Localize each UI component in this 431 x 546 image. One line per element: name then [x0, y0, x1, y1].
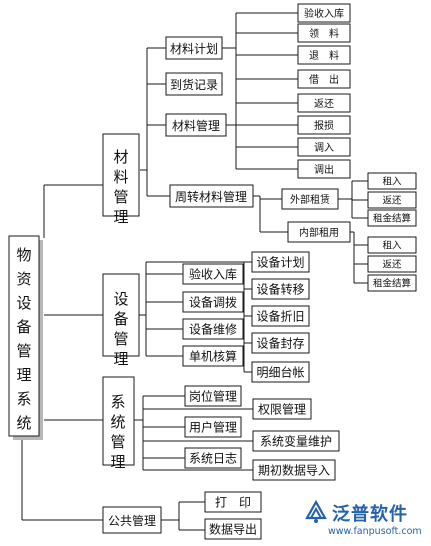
internal-rent-item: 租金结算 — [367, 274, 417, 292]
material-op-node-label: 退 料 — [309, 49, 339, 62]
material-op-node-label: 调入 — [314, 142, 334, 154]
svg-text:周转材料管理: 周转材料管理 — [175, 189, 247, 204]
system-right-node: 权限管理 — [252, 398, 312, 420]
svg-text:材料计划: 材料计划 — [170, 42, 218, 56]
material-op-node: 返还 — [297, 93, 351, 113]
system-right-node-label: 权限管理 — [258, 402, 306, 417]
material-op-node-label: 借 出 — [309, 73, 339, 86]
external-rent-node: 外部租赁 — [281, 188, 339, 210]
system-right-node-label: 系统变量维护 — [260, 434, 332, 449]
external-rent-item: 租金结算 — [367, 209, 417, 227]
system-right-node-label: 期初数据导入 — [258, 463, 330, 478]
equipment-right-node-label: 设备计划 — [256, 256, 304, 270]
equipment-left-node-label: 单机核算 — [189, 349, 237, 364]
equipment-right-node-label: 明细台帐 — [256, 365, 304, 380]
internal-rent-item-label: 返还 — [382, 259, 402, 271]
connector-lines — [21, 12, 368, 531]
material-op-node-label: 返还 — [314, 98, 334, 110]
svg-text:到货记录: 到货记录 — [170, 77, 218, 92]
equipment-right-node-label: 设备封存 — [256, 337, 304, 351]
materials-revolving-node: 周转材料管理 — [169, 184, 254, 208]
brand-name: 泛普软件 — [332, 504, 408, 525]
watermark-logo: 泛普软件 www.fanpusoft.com — [302, 498, 427, 542]
category-materials: 材料管理 — [102, 133, 140, 226]
system-left-node: 用户管理 — [184, 416, 242, 438]
category-public: 公共管理 — [102, 506, 162, 534]
svg-text:材料管理: 材料管理 — [113, 148, 128, 226]
brand-logo-icon — [305, 500, 327, 523]
brand-url: www.fanpusoft.com — [328, 526, 422, 537]
svg-text:外部租赁: 外部租赁 — [290, 193, 330, 206]
root-node: 物资设备管理系统 — [8, 235, 43, 440]
system-left-node: 岗位管理 — [184, 385, 242, 407]
system-left-node-label: 系统日志 — [189, 452, 237, 466]
materials-arrival-node: 到货记录 — [165, 72, 223, 96]
external-rent-item-label: 返还 — [382, 195, 402, 207]
material-op-node: 退 料 — [297, 45, 351, 65]
svg-text:系统管理: 系统管理 — [110, 393, 125, 471]
material-op-node: 验收入库 — [297, 3, 351, 23]
public-item-node: 数据导出 — [204, 518, 262, 540]
equipment-right-node: 设备折旧 — [251, 305, 310, 327]
external-rent-item: 返还 — [367, 191, 417, 209]
system-left-node-label: 岗位管理 — [189, 389, 237, 404]
svg-text:内部租用: 内部租用 — [299, 226, 339, 239]
material-op-node-label: 调出 — [314, 163, 334, 176]
system-left-node: 系统日志 — [184, 447, 242, 469]
equipment-left-node-label: 设备维修 — [189, 322, 237, 337]
equipment-left-node: 设备维修 — [182, 318, 244, 340]
public-label: 公共管理 — [108, 513, 156, 528]
category-system: 系统管理 — [102, 376, 135, 471]
internal-rent-item: 租入 — [367, 236, 417, 254]
material-op-node-label: 验收入库 — [304, 7, 344, 20]
material-op-node: 领 料 — [297, 23, 351, 43]
svg-text:材料管理: 材料管理 — [172, 118, 220, 133]
internal-rent-node: 内部租用 — [287, 221, 351, 243]
svg-text:设备管理: 设备管理 — [113, 290, 128, 368]
materials-plan-node: 材料计划 — [165, 36, 223, 60]
external-rent-item-label: 租入 — [382, 176, 402, 188]
equipment-right-node-label: 设备折旧 — [256, 309, 304, 324]
root-label: 物资设备管理系统 — [16, 246, 31, 432]
equipment-right-node: 明细台帐 — [251, 361, 310, 383]
equipment-right-node: 设备计划 — [251, 251, 310, 273]
materials-management-node: 材料管理 — [165, 113, 227, 137]
public-item-node-label: 打 印 — [215, 496, 251, 510]
system-right-node: 系统变量维护 — [252, 430, 340, 452]
system-left-node-label: 用户管理 — [189, 420, 237, 435]
equipment-right-node: 设备封存 — [251, 332, 310, 354]
equipment-right-node-label: 设备转移 — [256, 282, 304, 297]
equipment-left-node-label: 设备调拨 — [189, 296, 237, 310]
internal-rent-item-label: 租金结算 — [373, 278, 411, 290]
public-item-node-label: 数据导出 — [209, 522, 257, 537]
system-right-node: 期初数据导入 — [252, 459, 336, 481]
material-op-node: 调出 — [297, 159, 351, 179]
equipment-left-node-label: 验收入库 — [189, 267, 237, 282]
external-rent-item-label: 租金结算 — [373, 213, 411, 225]
material-op-node: 调入 — [297, 137, 351, 157]
equipment-right-node: 设备转移 — [251, 278, 310, 300]
equipment-left-node: 验收入库 — [182, 263, 244, 285]
internal-rent-item: 返还 — [367, 255, 417, 273]
internal-rent-item-label: 租入 — [382, 240, 402, 252]
material-op-node-label: 领 料 — [309, 27, 339, 40]
public-item-node: 打 印 — [204, 491, 262, 513]
material-op-node-label: 报损 — [314, 119, 334, 132]
material-op-node: 借 出 — [297, 69, 351, 89]
equipment-left-node: 设备调拨 — [182, 291, 244, 313]
equipment-left-node: 单机核算 — [182, 345, 244, 367]
material-op-node: 报损 — [297, 115, 351, 135]
external-rent-item: 租入 — [367, 172, 417, 190]
category-equipment: 设备管理 — [102, 273, 140, 368]
